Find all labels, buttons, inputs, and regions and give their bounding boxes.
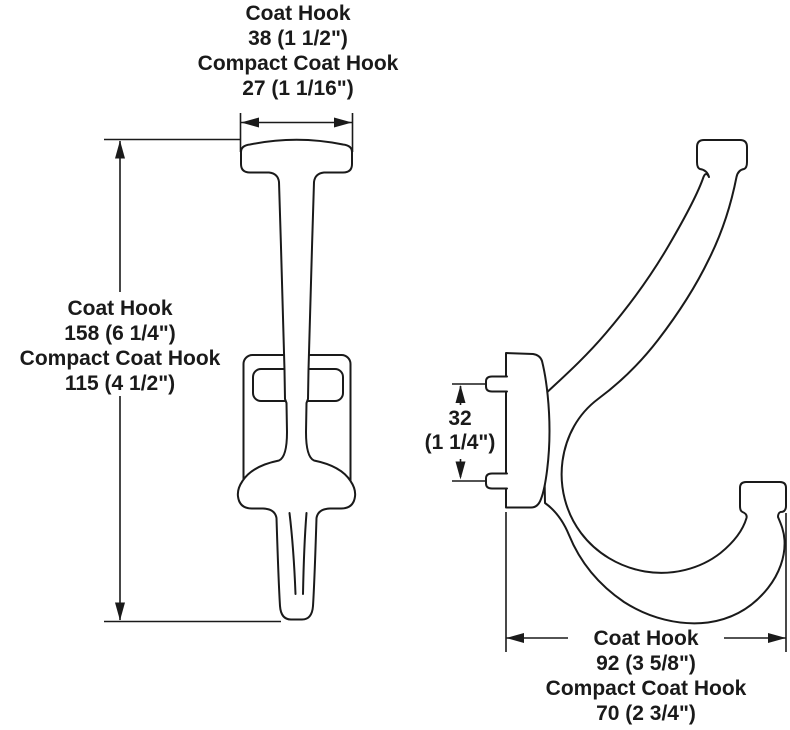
depth-extension-lines [505,512,787,652]
hook-height-label: Coat Hook 158 (6 1/4") Compact Coat Hook… [20,296,221,396]
height-arrow-up [115,140,125,159]
hook-width-label-line4: 27 (1 1/16") [242,77,354,100]
hook-depth-label-line4: 70 (2 3/4") [596,702,696,725]
hook-height-label-line2: 158 (6 1/4") [64,322,176,345]
screw-spacing-extension-lines [452,383,487,482]
hook-depth-label-line2: 92 (3 5/8") [596,652,696,675]
screw-spacing-arrow-down [455,461,466,480]
front-hook-outline [236,138,357,621]
hook-height-label-line4: 115 (4 1/2") [64,372,176,395]
screw-spacing-label-line2: (1 1/4") [424,431,496,454]
hook-width-label-line3: Compact Coat Hook [197,52,399,75]
hook-width-label-line1: Coat Hook [245,2,351,25]
hook-height-label-line3: Compact Coat Hook [19,347,221,370]
dimension-lines [104,113,787,652]
width-arrow-right [334,117,352,128]
side-screw-peg-bottom [485,472,508,490]
hook-depth-label-line1: Coat Hook [593,627,699,650]
hook-depth-label-line3: Compact Coat Hook [545,677,747,700]
depth-arrow-right [768,633,786,643]
width-extension-lines [239,113,354,152]
front-tip-contour-right [302,512,308,595]
height-arrow-down [115,602,125,621]
screw-spacing-arrow-up [455,385,466,403]
front-tip-contour-left [288,512,297,595]
depth-arrow-left [506,633,524,643]
hook-depth-label: Coat Hook 92 (3 5/8") Compact Coat Hook … [546,626,747,726]
hook-height-label-line1: Coat Hook [67,297,173,320]
height-extension-lines [104,138,281,623]
side-hook-outline [542,139,787,625]
side-screw-peg-top [485,375,508,393]
hook-width-label: Coat Hook 38 (1 1/2") Compact Coat Hook … [198,1,399,101]
screw-spacing-label-line1: 32 [448,407,472,430]
side-view [485,139,787,625]
hook-width-label-line2: 38 (1 1/2") [248,27,348,50]
width-arrow-left [241,117,259,128]
side-mount-plate [505,352,551,509]
screw-spacing-label: 32 (1 1/4") [425,407,496,455]
front-view [236,138,357,621]
